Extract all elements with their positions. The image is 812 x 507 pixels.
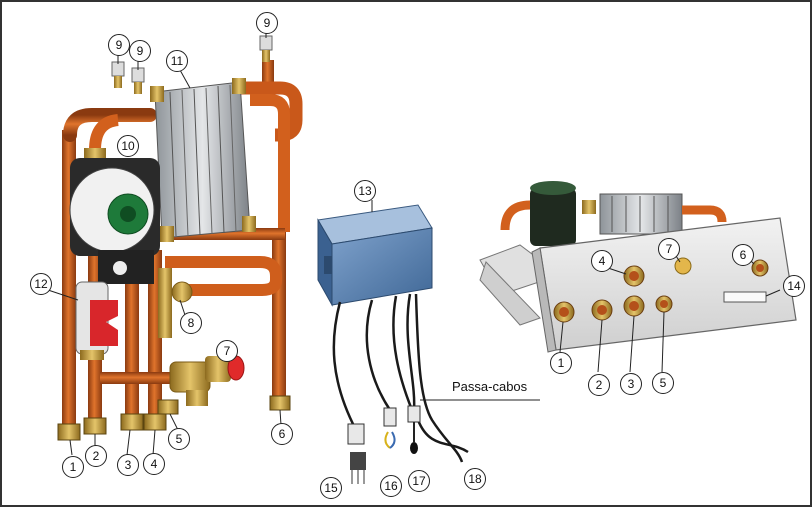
callout-7: 7 bbox=[216, 340, 238, 362]
callout-2: 2 bbox=[85, 445, 107, 467]
boxed-unit bbox=[479, 181, 797, 373]
callout-11: 11 bbox=[166, 50, 188, 72]
check-valve bbox=[158, 268, 193, 338]
pipe-loop bbox=[165, 256, 282, 296]
hydraulic-assembly bbox=[47, 30, 303, 456]
pipe bbox=[100, 372, 180, 384]
bottom-fittings bbox=[57, 395, 291, 441]
filter-valve bbox=[75, 281, 118, 360]
callout-9: 9 bbox=[108, 34, 130, 56]
callout-5: 5 bbox=[652, 372, 674, 394]
callout-15: 15 bbox=[320, 477, 342, 499]
cables bbox=[332, 293, 469, 463]
cable-gland-label: Passa-cabos bbox=[452, 379, 528, 394]
callout-5: 5 bbox=[168, 428, 190, 450]
callout-10: 10 bbox=[117, 135, 139, 157]
callout-4: 4 bbox=[591, 250, 613, 272]
pipe-loop bbox=[250, 94, 290, 232]
callout-16: 16 bbox=[380, 475, 402, 497]
callout-8: 8 bbox=[180, 312, 202, 334]
plate-connections bbox=[553, 257, 769, 323]
callout-9: 9 bbox=[129, 40, 151, 62]
callout-6: 6 bbox=[271, 423, 293, 445]
heat-exchanger bbox=[150, 78, 256, 242]
callout-17: 17 bbox=[408, 470, 430, 492]
leader-lines-right bbox=[559, 255, 781, 373]
connector-sensor bbox=[407, 405, 421, 454]
callout-4: 4 bbox=[143, 453, 165, 475]
callout-9: 9 bbox=[256, 12, 278, 34]
connector-plug bbox=[347, 423, 366, 484]
connector-wire bbox=[383, 407, 397, 449]
callout-3: 3 bbox=[117, 454, 139, 476]
callout-13: 13 bbox=[354, 180, 376, 202]
callout-1: 1 bbox=[62, 456, 84, 478]
callout-14: 14 bbox=[783, 275, 805, 297]
safety-valve bbox=[169, 355, 245, 406]
pipe-loop bbox=[89, 114, 119, 151]
callout-1: 1 bbox=[550, 352, 572, 374]
callout-6: 6 bbox=[732, 244, 754, 266]
callout-7: 7 bbox=[658, 238, 680, 260]
electrical-box-assembly bbox=[317, 200, 540, 484]
callout-2: 2 bbox=[588, 374, 610, 396]
circulation-pump bbox=[69, 148, 160, 284]
callout-3: 3 bbox=[620, 373, 642, 395]
pipe-loop bbox=[63, 108, 157, 142]
callout-18: 18 bbox=[464, 468, 486, 490]
pipe bbox=[272, 230, 286, 400]
callout-12: 12 bbox=[30, 273, 52, 295]
